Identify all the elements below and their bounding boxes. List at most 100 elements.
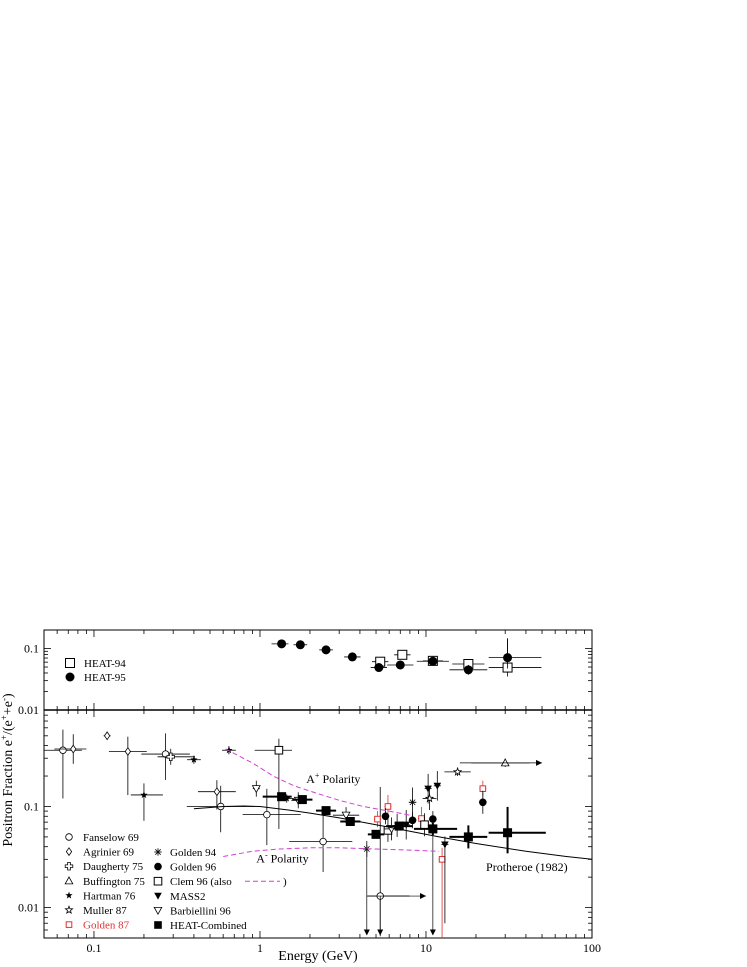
legend-label: Golden 94 — [170, 847, 217, 859]
legend-label: Golden 96 — [170, 862, 217, 874]
data-point — [319, 837, 327, 846]
data-point — [124, 746, 132, 756]
data-point — [213, 787, 221, 797]
data-point — [479, 798, 487, 807]
data-point — [251, 785, 261, 794]
legend-label: Golden 87 — [83, 920, 130, 932]
data-point — [503, 653, 513, 663]
x-tick-label: 0.1 — [86, 941, 101, 955]
legend-label: HEAT-95 — [84, 672, 126, 684]
legend-label: Fanselow 69 — [83, 832, 139, 844]
model-curves — [193, 748, 593, 860]
data-point — [408, 816, 417, 825]
annotation-text: + — [315, 771, 320, 780]
data-point — [438, 856, 446, 863]
x-axis-label: Energy (GeV) — [278, 949, 358, 964]
bottom-panel-data — [44, 729, 546, 938]
data-point — [274, 745, 284, 755]
series-hartman-76 — [130, 746, 294, 821]
legend-label: ) — [283, 876, 287, 888]
series-golden-87 — [373, 780, 487, 938]
arrow-head — [363, 929, 370, 936]
legend-label: Clem 96 (also — [170, 876, 232, 888]
legend-label: Daugherty 75 — [83, 861, 144, 873]
legend-label: HEAT-Combined — [170, 920, 247, 932]
legend-label: Muller 87 — [83, 905, 127, 917]
legend-label: Agrinier 69 — [83, 847, 135, 859]
legend-label: HEAT-94 — [84, 658, 126, 670]
legend-item: Daugherty 75 — [64, 861, 144, 873]
legend-item: Golden 87 — [65, 920, 130, 932]
series-daugherty-75 — [157, 748, 195, 765]
data-point — [463, 665, 473, 675]
series-muller-87 — [422, 766, 471, 810]
data-point — [428, 656, 438, 666]
legend-item: Clem 96 (also — [153, 876, 232, 888]
legend-item: Buffington 75 — [64, 876, 145, 888]
data-point — [345, 817, 355, 827]
data-point — [374, 815, 381, 823]
annotation-text: A — [256, 851, 265, 865]
legend-label: Hartman 76 — [83, 890, 136, 902]
data-point — [190, 755, 198, 763]
y-tick-label: 0.01 — [18, 703, 39, 717]
legend-label: MASS2 — [170, 891, 205, 903]
data-point — [479, 785, 487, 792]
x-tick-label: 1 — [257, 941, 263, 955]
top-legend-item: HEAT-94 — [65, 658, 126, 670]
data-point — [341, 811, 351, 820]
y-tick-label: 0.1 — [24, 642, 39, 656]
legend-item: Agrinier 69 — [65, 847, 135, 859]
data-point — [408, 798, 417, 807]
data-point — [463, 832, 473, 842]
y-tick-label: 0.01 — [18, 901, 39, 915]
data-point — [384, 803, 392, 810]
annotation-text: Polarity — [268, 851, 309, 865]
series-agrinier-69 — [54, 731, 236, 810]
data-point — [371, 829, 381, 839]
data-point — [429, 815, 437, 823]
data-point — [283, 794, 291, 802]
a-minus-polarity-label: A- Polarity — [256, 850, 308, 865]
protheroe-curve — [193, 805, 593, 860]
y-tick-label: 0.1 — [24, 799, 39, 813]
data-point — [503, 828, 513, 838]
energy-range-arrows — [363, 759, 543, 936]
arrow-head — [377, 929, 384, 936]
data-point — [381, 812, 390, 821]
legend-item: HEAT-Combined — [154, 920, 247, 932]
data-point — [321, 806, 331, 816]
data-point — [166, 752, 175, 761]
protheroe-label: Protheroe (1982) — [486, 860, 568, 874]
data-point — [295, 640, 305, 650]
a-plus-polarity-label: A+ Polarity — [306, 771, 360, 786]
legend-item: Golden 96 — [154, 862, 217, 874]
a-plus-polarity-curve — [225, 748, 410, 816]
data-point — [321, 645, 331, 655]
y-axis-label: Positron Fraction e+/(e++e-) — [0, 693, 16, 847]
data-point — [395, 660, 405, 670]
data-point — [424, 785, 432, 793]
data-point — [347, 652, 357, 662]
data-point — [441, 841, 449, 849]
top-panel-data — [271, 638, 542, 677]
data-point — [397, 649, 408, 660]
legend-item: Muller 87 — [64, 905, 127, 917]
series-heat-combined — [262, 792, 546, 854]
a-minus-polarity-curve — [223, 847, 440, 857]
legend-item: Fanselow 69 — [65, 832, 139, 844]
arrow-head — [419, 893, 426, 900]
top-legend-item: HEAT-95 — [65, 672, 126, 684]
data-point — [424, 793, 435, 803]
data-point — [277, 639, 287, 649]
legend-label: Buffington 75 — [83, 876, 145, 888]
arrow-head — [429, 929, 436, 936]
data-point — [263, 810, 271, 819]
data-point — [140, 791, 148, 798]
data-point — [59, 746, 67, 754]
x-tick-label: 100 — [583, 941, 601, 955]
